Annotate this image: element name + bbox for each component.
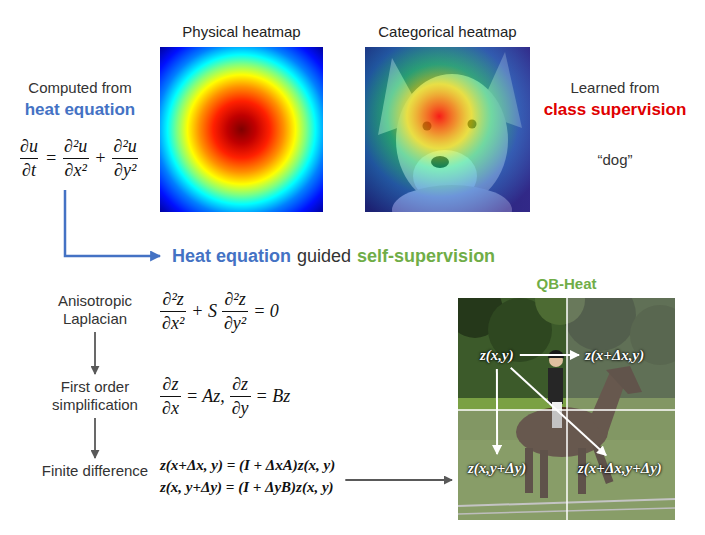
equation: ∂z∂x= Az,∂z∂y= Bz xyxy=(160,374,290,418)
text-label: Learned from xyxy=(535,78,695,98)
fraction: ∂z∂y xyxy=(230,374,251,418)
feature-label: z(x+Δx,y+Δy) xyxy=(578,460,662,476)
feature-cell: z(x+Δx,y+Δy) xyxy=(576,458,664,478)
equation: ∂u∂t=∂²u∂x²+∂²u∂y² xyxy=(18,136,139,180)
numerator: ∂²z xyxy=(222,289,247,311)
denominator: ∂x xyxy=(160,396,181,419)
caption-word: self-supervision xyxy=(357,245,495,267)
fraction: ∂²z∂y² xyxy=(222,289,248,333)
feature-label: z(x+Δx,y) xyxy=(585,347,644,363)
fraction: ∂u∂t xyxy=(18,136,40,180)
fraction: ∂²u∂x² xyxy=(62,136,89,180)
horse-rider-image xyxy=(567,410,675,520)
step-box: First order simplification xyxy=(40,378,150,414)
flow-arrow xyxy=(94,418,96,458)
dog-heatmap-image xyxy=(365,47,530,212)
horse-rider-image xyxy=(548,368,563,404)
equation-term: = Bz xyxy=(256,386,291,407)
panel-heading: Categorical heatmap xyxy=(335,22,560,42)
caption-line: Heat equation guided self-supervision xyxy=(172,245,495,267)
flow-arrow xyxy=(94,332,96,374)
horse-rider-image xyxy=(458,409,675,411)
numerator: ∂²u xyxy=(112,136,139,158)
horse-rider-image xyxy=(458,298,675,520)
numerator: ∂u xyxy=(18,136,40,158)
feature-cell: z(x+Δx,y) xyxy=(583,345,646,365)
denominator: ∂t xyxy=(20,158,38,181)
caption-word: guided xyxy=(297,245,351,267)
panel-heading: Physical heatmap xyxy=(130,22,353,42)
horse-rider-image xyxy=(458,410,567,520)
equation-term: + xyxy=(94,148,106,169)
flow-arrow xyxy=(511,368,606,456)
step-box: Anisotropic Laplacian xyxy=(40,292,150,328)
equation: z(x, y+Δy) = (I + ΔyB)z(x, y) xyxy=(160,477,334,497)
image-panel: Categorical heatmap xyxy=(365,47,530,212)
horse-rider-image xyxy=(458,298,675,520)
dog-heatmap-image xyxy=(365,47,530,212)
step-label: Finite difference xyxy=(40,462,150,480)
step-label: Anisotropic Laplacian xyxy=(40,292,150,328)
equation-term: = 0 xyxy=(253,301,279,322)
text-label: Computed from xyxy=(10,78,150,98)
numerator: ∂²u xyxy=(62,136,89,158)
image-panel: QB-Heatz(x,y)z(x+Δx,y)z(x,y+Δy)z(x+Δx,y+… xyxy=(458,298,675,520)
denominator: ∂y xyxy=(230,396,251,419)
equation: z(x+Δx, y) = (I + ΔxA)z(x, y) xyxy=(160,455,335,475)
flow-arrow xyxy=(496,369,498,454)
fraction: ∂²z∂x² xyxy=(160,289,186,333)
guidance-arrow xyxy=(65,190,160,256)
numerator: ∂²z xyxy=(160,289,185,311)
step-box: Finite difference xyxy=(40,462,150,480)
horse-rider-image xyxy=(566,298,568,520)
equation-term: + S xyxy=(191,301,217,322)
feature-label: z(x,y+Δy) xyxy=(468,460,526,476)
physical-heatmap-image xyxy=(160,47,323,212)
feature-label: z(x,y) xyxy=(480,347,514,363)
feature-cell: z(x,y) xyxy=(478,345,516,365)
flow-arrow xyxy=(520,354,579,356)
panel-heading: QB-Heat xyxy=(428,274,705,294)
fraction: ∂z∂x xyxy=(160,374,181,418)
physical-heatmap-image xyxy=(160,47,323,212)
feature-cell: z(x,y+Δy) xyxy=(466,458,528,478)
numerator: ∂z xyxy=(230,374,250,396)
denominator: ∂x² xyxy=(63,158,89,181)
horse-rider-image xyxy=(567,298,675,410)
equation-term: = Az, xyxy=(186,386,225,407)
equation: ∂²z∂x²+ S∂²z∂y²= 0 xyxy=(160,289,279,333)
image-panel: Physical heatmap xyxy=(160,47,323,212)
denominator: ∂x² xyxy=(160,311,186,334)
text-label: class supervision xyxy=(535,99,695,121)
text-label: heat equation xyxy=(10,99,150,121)
text-label: “dog” xyxy=(535,150,695,170)
caption-word: Heat equation xyxy=(172,245,291,267)
denominator: ∂y² xyxy=(112,158,138,181)
fraction: ∂²u∂y² xyxy=(112,136,139,180)
numerator: ∂z xyxy=(160,374,180,396)
equation-term: = xyxy=(45,148,57,169)
dog-heatmap-image xyxy=(365,47,530,212)
to-image-arrow xyxy=(345,479,452,481)
step-label: First order simplification xyxy=(40,378,150,414)
denominator: ∂y² xyxy=(222,311,248,334)
